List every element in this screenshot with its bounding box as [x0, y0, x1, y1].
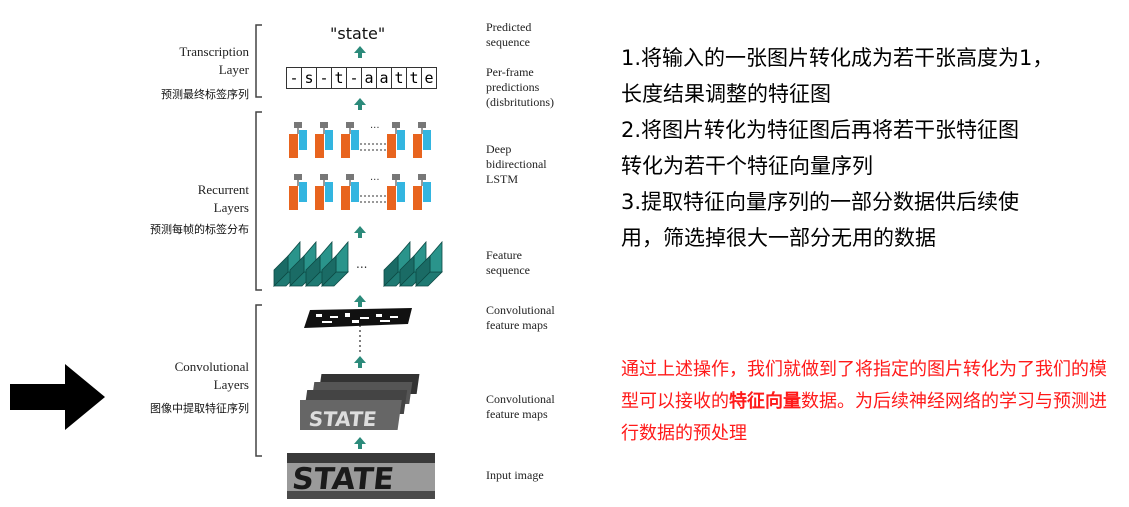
lstm-forward-cell: [315, 186, 324, 210]
note-part-1: 通过上述操作，我们就做到了将指定的图片转化为了我们的模型可以接收的: [621, 359, 1107, 412]
lstm-forward-cell: [315, 134, 324, 158]
feature-column-front: [383, 255, 399, 287]
lstm-network: ......: [289, 120, 431, 210]
lstm-ellipsis: ...: [370, 172, 380, 183]
convolutional-layers-cn: 图像中提取特征序列: [150, 402, 249, 415]
explanation-line: 2.将图片转化为特征图后再将若干张特征图: [621, 118, 1020, 142]
lstm-forward-cell: [289, 134, 298, 158]
right-arrow-icon: [10, 364, 105, 430]
frame-prediction-cell: t: [332, 67, 347, 89]
summary-note: 通过上述操作，我们就做到了将指定的图片转化为了我们的模型可以接收的特征向量数据。…: [621, 354, 1111, 450]
input-image-text: STATE: [290, 462, 395, 497]
lstm-input-node: [320, 174, 328, 180]
feature-column-side: [429, 240, 443, 273]
lstm-forward-cell: [341, 134, 350, 158]
lstm-input-node: [346, 174, 354, 180]
lstm-backward-cell: [397, 130, 405, 150]
input-image: STATE: [287, 453, 435, 499]
frame-prediction-cell: -: [287, 67, 302, 89]
frame-prediction-cell: -: [347, 67, 362, 89]
explanation-line: 1.将输入的一张图片转化成为若干张高度为1，: [621, 46, 1054, 70]
lstm-backward-cell: [397, 182, 405, 202]
layer-brackets: [255, 24, 262, 457]
lstm-forward-cell: [289, 186, 298, 210]
lstm-forward-cell: [413, 186, 422, 210]
frame-prediction-cell: s: [302, 67, 317, 89]
convolutional-layers-title: Convolutional Layers: [174, 359, 249, 392]
lstm-backward-cell: [351, 130, 359, 150]
lstm-input-node: [294, 174, 302, 180]
lstm-backward-cell: [423, 182, 431, 202]
explanation-line: 3.提取特征向量序列的一部分数据供后续使: [621, 190, 1020, 214]
frame-prediction-cell: a: [377, 67, 392, 89]
flow-arrows: [354, 46, 366, 449]
feature-column-front: [273, 255, 289, 287]
explanation-block: 1.将输入的一张图片转化成为若干张高度为1， 长度结果调整的特征图 2.将图片转…: [621, 40, 1121, 256]
frame-prediction-cell: -: [317, 67, 332, 89]
lstm-forward-cell: [413, 134, 422, 158]
lstm-forward-cell: [387, 186, 396, 210]
frame-prediction-cell: t: [407, 67, 422, 89]
feature-column-front: [305, 255, 321, 287]
explanation-line: 长度结果调整的特征图: [621, 82, 831, 106]
frame-prediction-cell: a: [362, 67, 377, 89]
transcription-layer-cn: 预测最终标签序列: [161, 88, 249, 101]
lstm-forward-cell: [387, 134, 396, 158]
explanation-line: 用，筛选掉很大一部分无用的数据: [621, 226, 936, 250]
lstm-backward-cell: [299, 182, 307, 202]
feature-ellipsis: ...: [356, 257, 367, 271]
note-part-2: 数据。为后续神经网络的学习与预测进行数据的预处理: [621, 391, 1107, 444]
predicted-sequence-text: "state": [330, 24, 386, 43]
feature-column-front: [399, 255, 415, 287]
label-input-image: Input image: [486, 468, 544, 482]
lstm-input-node: [392, 122, 400, 128]
recurrent-layers-cn: 预测每帧的标签分布: [150, 223, 249, 236]
lstm-forward-cell: [341, 186, 350, 210]
lstm-input-node: [392, 174, 400, 180]
lstm-input-node: [294, 122, 302, 128]
note-bold: 特征向量: [729, 391, 801, 412]
lstm-input-node: [418, 174, 426, 180]
lstm-input-node: [418, 122, 426, 128]
explanation-line: 转化为若干个特征向量序列: [621, 154, 873, 178]
conv-feature-map-top: [304, 308, 412, 328]
frame-prediction-cell: e: [422, 67, 437, 89]
lstm-backward-cell: [351, 182, 359, 202]
lstm-backward-cell: [325, 182, 333, 202]
lstm-input-node: [320, 122, 328, 128]
feature-column-front: [321, 255, 337, 287]
feature-column-side: [335, 240, 349, 273]
conv-feature-map-stack: STATE: [300, 374, 420, 431]
lstm-backward-cell: [299, 130, 307, 150]
feature-column-front: [415, 255, 431, 287]
lstm-input-node: [346, 122, 354, 128]
lstm-backward-cell: [423, 130, 431, 150]
feature-sequence: ...: [273, 240, 443, 287]
lstm-ellipsis: ...: [370, 120, 380, 131]
frame-prediction-cell: t: [392, 67, 407, 89]
transcription-layer-title: Transcription Layer: [179, 44, 249, 77]
feature-column-front: [289, 255, 305, 287]
recurrent-layers-title: Recurrent Layers: [197, 182, 249, 215]
lstm-backward-cell: [325, 130, 333, 150]
conv-map-state-text: STATE: [308, 407, 378, 431]
